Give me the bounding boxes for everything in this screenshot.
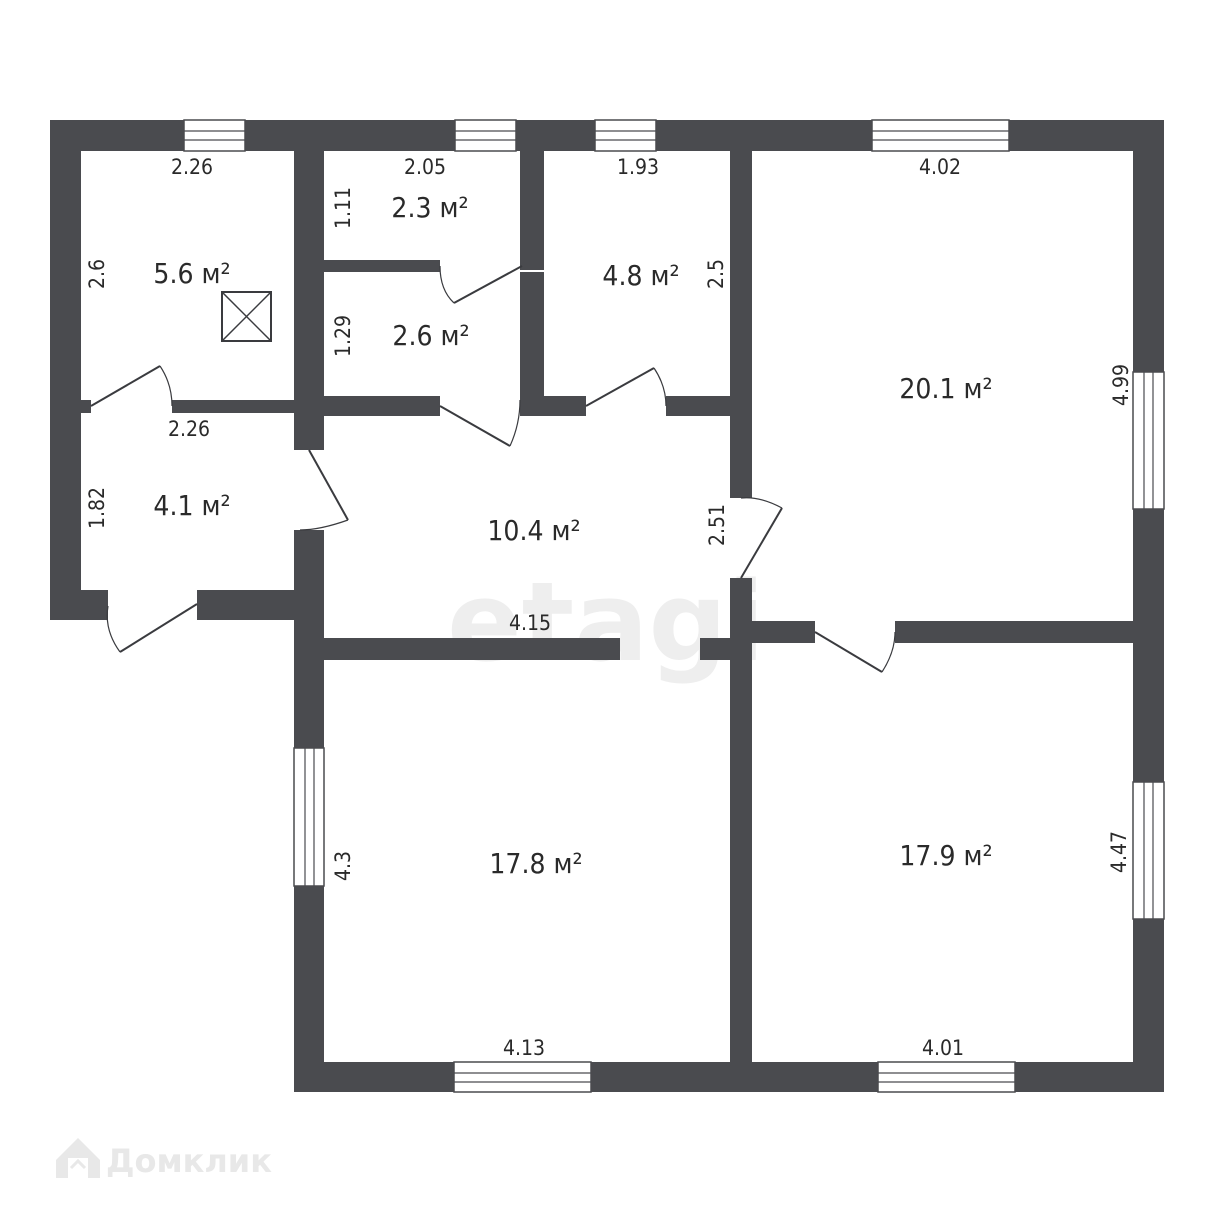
stove-symbol — [221, 291, 272, 342]
room-area-5: 20.1 м² — [899, 372, 992, 405]
dim-13: 4.15 — [509, 611, 551, 635]
window-right-1 — [1132, 371, 1165, 510]
room-area-7: 10.4 м² — [487, 514, 580, 547]
room-area-6: 4.1 м² — [153, 489, 230, 522]
window-left-1 — [293, 747, 325, 887]
window-top-2 — [454, 119, 517, 152]
door-left-wing — [90, 365, 173, 407]
dim-14: 4.3 — [331, 851, 355, 881]
dim-12: 2.51 — [705, 504, 729, 546]
doors — [90, 265, 896, 673]
dim-16: 4.47 — [1107, 831, 1131, 873]
dim-4: 1.11 — [331, 187, 355, 229]
door-hall — [299, 449, 349, 531]
room-areas: 5.6 м² 2.3 м² 2.6 м² 4.8 м² 20.1 м² 4.1 … — [153, 191, 992, 880]
dim-3: 2.05 — [404, 155, 446, 179]
window-top-1 — [183, 119, 246, 152]
dim-9: 4.99 — [1109, 364, 1133, 406]
door-entrance — [106, 603, 198, 653]
window-bottom-1 — [453, 1061, 592, 1093]
dim-10: 2.26 — [168, 417, 210, 441]
room-area-1: 5.6 м² — [153, 257, 230, 290]
room-area-2: 2.3 м² — [391, 191, 468, 224]
door-room-9 — [814, 631, 896, 673]
dim-15: 4.13 — [503, 1036, 545, 1060]
window-top-4 — [871, 119, 1010, 152]
door-room-3 — [439, 399, 521, 447]
door-room-4 — [585, 367, 667, 407]
watermark: etagi — [447, 558, 765, 686]
window-top-3 — [594, 119, 657, 152]
dim-5: 1.29 — [331, 315, 355, 357]
window-right-2 — [1132, 781, 1165, 920]
door-room-5 — [740, 497, 783, 579]
dim-2: 2.6 — [85, 259, 109, 289]
dim-6: 1.93 — [617, 155, 659, 179]
room-area-3: 2.6 м² — [392, 319, 469, 352]
dim-8: 4.02 — [919, 155, 961, 179]
house-icon — [56, 1138, 100, 1178]
windows — [183, 119, 1165, 1093]
dim-11: 1.82 — [85, 487, 109, 529]
room-area-4: 4.8 м² — [602, 259, 679, 292]
dim-17: 4.01 — [922, 1036, 964, 1060]
logo-text: Домклик — [106, 1142, 272, 1180]
dimension-labels: 2.26 2.6 2.05 1.11 1.29 1.93 2.5 4.02 4.… — [85, 155, 1133, 1060]
dim-1: 2.26 — [171, 155, 213, 179]
room-area-9: 17.9 м² — [899, 839, 992, 872]
door-room-2 — [439, 265, 523, 304]
room-area-8: 17.8 м² — [489, 847, 582, 880]
window-bottom-2 — [877, 1061, 1016, 1093]
domclick-logo: Домклик — [56, 1138, 272, 1180]
dim-7: 2.5 — [704, 259, 728, 289]
